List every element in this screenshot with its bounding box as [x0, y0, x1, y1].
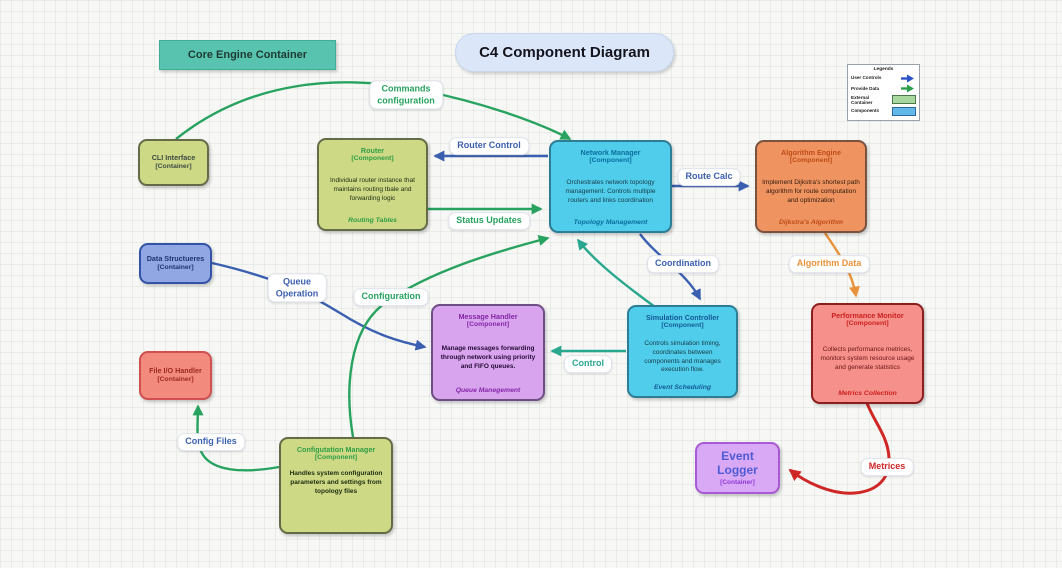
node-title: Router [360, 146, 385, 155]
edge-label-status-updates[interactable]: Status Updates [448, 212, 530, 230]
node-body: Manage messages forwarding through netwo… [440, 345, 536, 370]
node-algorithm-engine[interactable]: Algorithm Engine [Component] Implement D… [755, 140, 867, 233]
node-subtitle: [Container] [157, 375, 194, 383]
node-subtitle: [Component] [846, 320, 889, 328]
edge-label-control[interactable]: Control [564, 355, 612, 373]
node-subtitle: [Container] [155, 162, 192, 170]
node-simulation-controller[interactable]: Simulation Controller [Component] Contro… [627, 305, 738, 398]
blue-arrow-icon [901, 74, 914, 82]
node-title: File I/O Handler [149, 366, 202, 376]
edge-label-metrices[interactable]: Metrices [860, 458, 914, 476]
node-subtitle: [Component] [314, 454, 358, 462]
node-title: Event Logger [717, 449, 758, 477]
edge-metrices [788, 402, 891, 495]
edge-label-router-control[interactable]: Router Control [449, 137, 529, 155]
node-event-logger[interactable]: Event Logger [Container] [695, 442, 780, 494]
edge-sim-to-network [576, 238, 656, 308]
node-subtitle: [Container] [720, 478, 755, 486]
legend-row-provide-data: Provide Data [851, 84, 916, 93]
node-title: Algorithm Engine [781, 148, 841, 157]
node-subtitle: [Component] [789, 157, 833, 165]
edge-label-coordination[interactable]: Coordination [647, 255, 719, 273]
blue-box-swatch [892, 106, 916, 116]
green-box-swatch [892, 95, 916, 105]
legend-row-external-container: External Container [851, 95, 916, 106]
legend-title: Legends [873, 67, 894, 72]
edge-label-algorithm-data[interactable]: Algorithm Data [788, 255, 870, 273]
node-router[interactable]: Router [Component] Individual router ins… [317, 138, 428, 231]
node-footer: Topology Management [573, 218, 648, 226]
green-arrow-icon [901, 84, 914, 93]
node-title: Message Handler [458, 312, 518, 321]
edge-label-commands-configuration[interactable]: Commands configuration [369, 80, 443, 110]
node-footer: Metrics Collection [838, 389, 897, 397]
node-subtitle: [Component] [351, 155, 394, 163]
edge-label-queue-operation[interactable]: Queue Operation [267, 273, 327, 303]
node-title: Performance Monitor [831, 311, 904, 320]
node-body: Implement Dijkstra's shortest path algor… [762, 179, 860, 204]
node-subtitle: [Component] [466, 321, 510, 329]
node-title: Simulation Controller [645, 313, 720, 322]
edge-label-config-files[interactable]: Config Files [177, 433, 245, 451]
legend-row-components: Components [851, 106, 916, 116]
node-footer: Routing Tables [348, 216, 397, 224]
legend: Legends User Controls Provide Data Exter… [847, 64, 920, 121]
node-footer: Event Scheduling [653, 384, 712, 391]
node-network-manager[interactable]: Network Manager [Component] Orchestrates… [549, 140, 672, 233]
node-body: Collects performance metrices, monitors … [820, 346, 915, 371]
node-body: Controls simulation timing, coordinates … [644, 340, 721, 374]
edge-label-route-calc[interactable]: Route Calc [677, 168, 741, 186]
core-engine-container-banner[interactable]: Core Engine Container [159, 40, 336, 70]
node-message-handler[interactable]: Message Handler [Component] Manage messa… [431, 304, 545, 401]
node-title: CLI Interface [151, 153, 196, 163]
node-performance-monitor[interactable]: Performance Monitor [Component] Collects… [811, 303, 924, 404]
node-title: Data Structueres [146, 254, 205, 264]
node-cli-interface[interactable]: CLI Interface [Container] [138, 139, 209, 186]
node-file-io-handler[interactable]: File I/O Handler [Container] [139, 351, 212, 400]
legend-row-user-controls: User Controls [851, 74, 916, 83]
node-footer: Dijkstra's Algorithm [778, 218, 844, 226]
node-title: Configutation Manager [296, 445, 376, 454]
node-title: Network Manager [580, 148, 641, 157]
node-subtitle: [Container] [157, 263, 194, 271]
diagram-title: C4 Component Diagram [455, 33, 674, 72]
node-body: Individual router instance that maintain… [330, 177, 415, 202]
node-subtitle: [Component] [589, 157, 632, 165]
edge-label-configuration[interactable]: Configuration [353, 288, 429, 306]
node-body: Orchestrates network topology management… [565, 179, 656, 204]
node-footer: Queue Manegement [455, 386, 521, 394]
node-data-structures[interactable]: Data Structueres [Container] [139, 243, 212, 284]
node-config-manager[interactable]: Configutation Manager [Component] Handle… [279, 437, 393, 534]
node-subtitle: [Component] [661, 322, 704, 330]
node-body: Handles system configuration parameters … [289, 470, 383, 495]
